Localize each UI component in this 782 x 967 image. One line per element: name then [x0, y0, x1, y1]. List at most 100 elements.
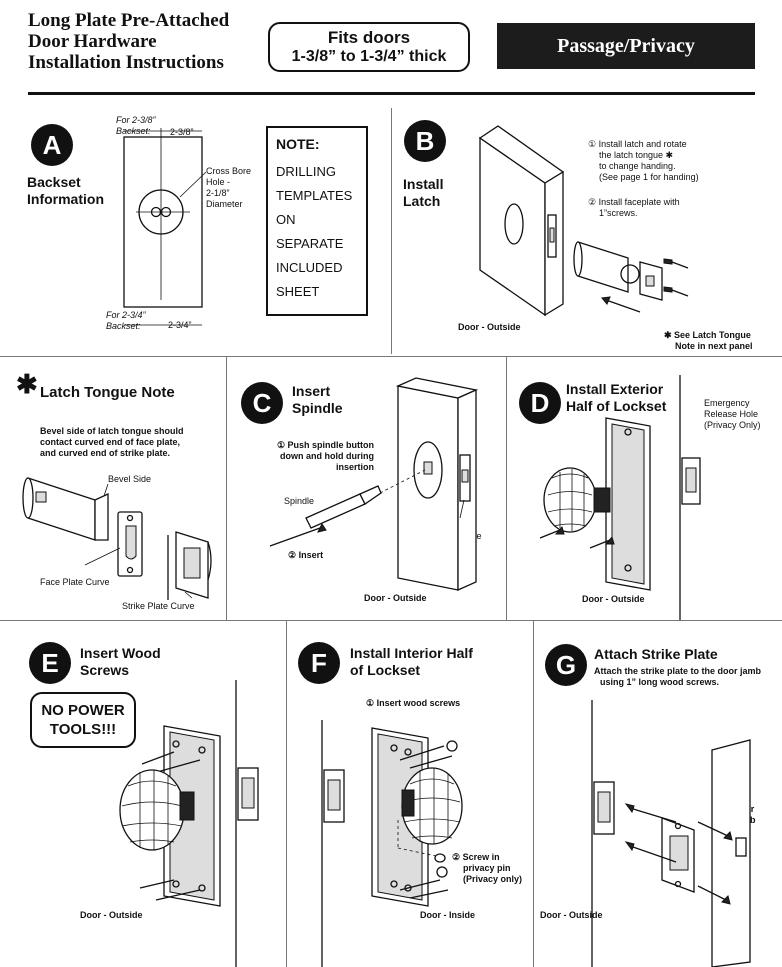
b-step1-line-3: to change handing.	[599, 161, 676, 171]
c-step1-line-2: down and hold during	[280, 451, 375, 461]
badge-a: A	[31, 124, 73, 166]
no-power-tools-warning: NO POWER TOOLS!!!	[30, 692, 136, 748]
panel-e-heading-2: Screws	[80, 662, 130, 678]
bore-line-1: Cross Bore	[206, 166, 252, 176]
panel-f-step-1: ① Insert wood screws	[366, 698, 461, 708]
f-step2-line-1: ② Screw in	[452, 852, 500, 862]
title-line-1: Long Plate Pre-Attached	[28, 10, 230, 31]
divider-v-cd	[506, 356, 507, 620]
panel-f-step-2: ② Screw in privacy pin (Privacy only)	[452, 852, 522, 885]
badge-g: G	[545, 644, 587, 686]
divider-h-2	[0, 620, 782, 621]
badge-f: F	[298, 642, 340, 684]
panel-f-heading: Install Interior Half of Lockset	[350, 645, 473, 679]
panel-f-door-label: Door - Inside	[420, 910, 476, 920]
bottom-backset-label: For 2-3/4” Backset:	[106, 310, 146, 332]
c-step1-line-3: insertion	[336, 462, 375, 472]
b-step2-line-1: ② Install faceplate with	[588, 197, 680, 207]
bevel-side-label: Bevel Side	[108, 474, 152, 484]
panel-e-heading: Insert Wood Screws	[80, 645, 161, 679]
panel-g-door-label: Door - Outside	[540, 910, 603, 920]
cross-bore-label: Cross Bore Hole - 2-1/8” Diameter	[206, 166, 251, 210]
panel-c-heading-1: Insert	[292, 383, 331, 399]
bore-line-2: Hole -	[206, 177, 231, 187]
panel-c-heading-2: Spindle	[292, 400, 343, 416]
note-line-1: DRILLING	[276, 164, 336, 179]
b-step1-line-1: ① Install latch and rotate	[588, 139, 687, 149]
see-note-2: Note in next panel	[675, 341, 753, 351]
insert-label: ② Insert	[288, 550, 324, 560]
fits-line-2: 1-3/8” to 1-3/4” thick	[291, 48, 447, 65]
note-line-5: INCLUDED	[276, 260, 343, 275]
note-line-3: ON	[276, 212, 296, 227]
emergency-line-2: Release Hole	[704, 409, 759, 419]
badge-b: B	[404, 120, 446, 162]
divider-v-ab	[391, 108, 392, 354]
divider-h-1	[0, 356, 782, 357]
panel-a-heading-1: Backset	[27, 174, 81, 190]
f-step2-line-3: (Privacy only)	[463, 874, 523, 884]
no-power-line-1: NO POWER	[41, 702, 125, 719]
divider-v-fg	[533, 620, 534, 967]
face-plate-curve-label: Face Plate Curve	[40, 577, 110, 587]
panel-f-heading-2: of Lockset	[350, 662, 421, 678]
badge-e: E	[29, 642, 71, 684]
top-backset-label-1: For 2-3/8”	[116, 115, 156, 125]
panel-d-door-label: Door - Outside	[582, 594, 645, 604]
panel-b-step-2: ② Install faceplate with 1”screws.	[588, 197, 680, 219]
note-line-2: TEMPLATES	[276, 188, 353, 203]
divider-v-ef	[286, 620, 287, 967]
tongue-note-heading: Latch Tongue Note	[40, 384, 175, 401]
panel-e-door-label: Door - Outside	[80, 910, 143, 920]
panel-c-heading: Insert Spindle	[292, 383, 343, 417]
panel-g-text: Attach the strike plate to the door jamb…	[594, 666, 761, 688]
function-banner: Passage/Privacy	[497, 23, 755, 69]
c-step1-line-1: ① Push spindle button	[276, 440, 375, 450]
emergency-line-3: (Privacy Only)	[704, 420, 761, 430]
panel-d-heading-1: Install Exterior	[566, 381, 664, 397]
panel-a-heading: Backset Information	[27, 174, 104, 208]
panel-b-heading-1: Install	[403, 176, 444, 192]
tongue-note-text: Bevel side of latch tongue should contac…	[40, 426, 184, 459]
badge-c: C	[241, 382, 283, 424]
document-title: Long Plate Pre-Attached Door Hardware In…	[28, 10, 278, 73]
tongue-text-1: Bevel side of latch tongue should	[40, 426, 184, 436]
drilling-template-note: NOTE: DRILLING TEMPLATES ON SEPARATE INC…	[266, 126, 368, 316]
panel-c-door-label: Door - Outside	[364, 593, 427, 603]
panel-b-step-1: ① Install latch and rotate the latch ton…	[588, 139, 699, 183]
bottom-backset-label-2: Backset:	[106, 321, 141, 331]
panel-d-heading: Install Exterior Half of Lockset	[566, 381, 666, 415]
b-step2-line-2: 1”screws.	[599, 208, 638, 218]
see-latch-note: ✱ See Latch Tongue Note in next panel	[664, 330, 753, 352]
note-line-6: SHEET	[276, 284, 320, 299]
panel-e-heading-1: Insert Wood	[80, 645, 161, 661]
b-step1-line-2: the latch tongue ✱	[599, 150, 674, 160]
title-line-2: Door Hardware	[28, 31, 157, 52]
bore-line-3: 2-1/8”	[206, 188, 230, 198]
panel-f-heading-1: Install Interior Half	[350, 645, 473, 661]
header-rule	[28, 92, 755, 95]
note-title: NOTE:	[276, 136, 320, 152]
f-step2-line-2: privacy pin	[463, 863, 511, 873]
tongue-text-3: and curved end of strike plate.	[40, 448, 171, 458]
bore-line-4: Diameter	[206, 199, 243, 209]
emergency-line-1: Emergency	[704, 398, 750, 408]
panel-d-heading-2: Half of Lockset	[566, 398, 667, 414]
door-thickness-box: Fits doors 1-3/8” to 1-3/4” thick	[268, 22, 470, 72]
bottom-backset-label-1: For 2-3/4”	[106, 310, 146, 320]
panel-b-heading: Install Latch	[403, 176, 443, 210]
b-step1-line-4: (See page 1 for handing)	[599, 172, 699, 182]
note-line-4: SEPARATE	[276, 236, 344, 251]
see-note-1: ✱ See Latch Tongue	[664, 330, 751, 340]
no-power-line-2: TOOLS!!!	[49, 721, 117, 738]
panel-b-heading-2: Latch	[403, 193, 441, 209]
tongue-note-star: ✱	[16, 370, 38, 399]
